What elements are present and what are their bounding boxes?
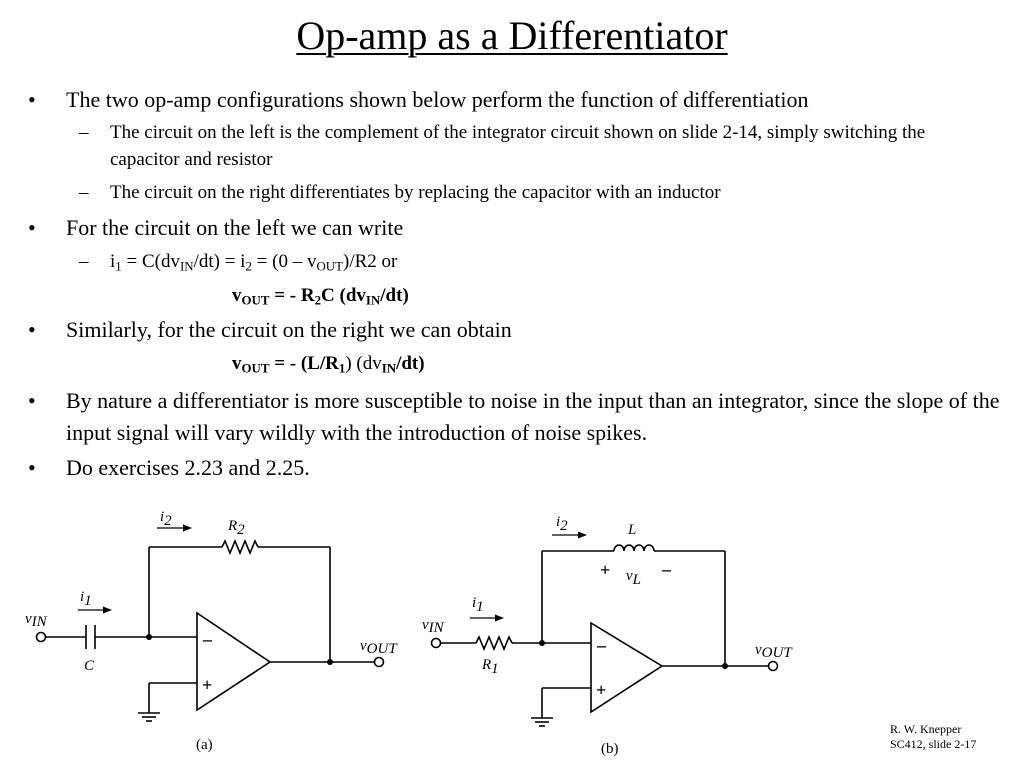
circuit-b-i1-label: i1 [472,595,484,615]
circuit-a-i1-label: i1 [80,589,92,609]
circuit-b-vl-plus-sign: + [600,560,610,580]
bullet-right-circuit: Similarly, for the circuit on the right … [28,314,1006,346]
circuit-a-minus-sign: – [202,629,213,649]
footer-author: R. W. Knepper [890,722,962,736]
circuit-a-capacitor-label: C [84,658,95,674]
circuit-a-r2-label: R2 [227,518,245,538]
circuit-b-i2-label: i2 [556,514,568,534]
bullet-two-configurations: The two op-amp configurations shown belo… [28,84,1006,116]
circuit-a-caption: (a) [196,737,213,753]
subbullet-integrator-complement: The circuit on the left is the complemen… [79,119,990,173]
circuit-a-vin-label: vIN [25,611,48,630]
circuit-b-vl-label: vL [626,568,641,588]
bullet-left-circuit: For the circuit on the left we can write [28,212,1006,244]
slide-footer: R. W. Knepper SC412, slide 2-17 [890,722,976,752]
footer-slide-number: SC412, slide 2-17 [890,737,977,751]
equation-vout-inductor: vOUT = - (L/R1) (dvIN/dt) [232,353,425,376]
circuit-b-vl-minus-sign: – [661,559,672,579]
circuit-b-r1-label: R1 [481,657,499,677]
circuit-b-wires [430,531,779,727]
bullet-exercises: Do exercises 2.23 and 2.25. [28,452,1006,484]
circuit-a-i2-label: i2 [160,509,172,529]
circuit-b-caption: (b) [601,741,619,757]
circuit-a-wires [35,524,385,722]
circuit-b-plus-sign: + [596,680,606,700]
equation-vout-capacitor: vOUT = - R2C (dvIN/dt) [232,285,409,308]
circuit-b-inductor-label: L [627,522,636,538]
circuit-b-vout-label: vOUT [755,642,793,661]
bullet-noise-susceptibility: By nature a differentiator is more susce… [28,385,1006,449]
subbullet-inductor-replacement: The circuit on the right differentiates … [79,179,990,206]
circuit-a-plus-sign: + [202,675,212,695]
slide-title: Op-amp as a Differentiator [296,13,728,58]
equation-current: i1 = C(dvIN/dt) = i2 = (0 – vOUT)/R2 or [79,248,990,275]
circuit-b-vin-label: vIN [422,617,445,636]
circuit-a-vout-label: vOUT [360,638,398,657]
circuit-b-minus-sign: – [596,635,607,655]
